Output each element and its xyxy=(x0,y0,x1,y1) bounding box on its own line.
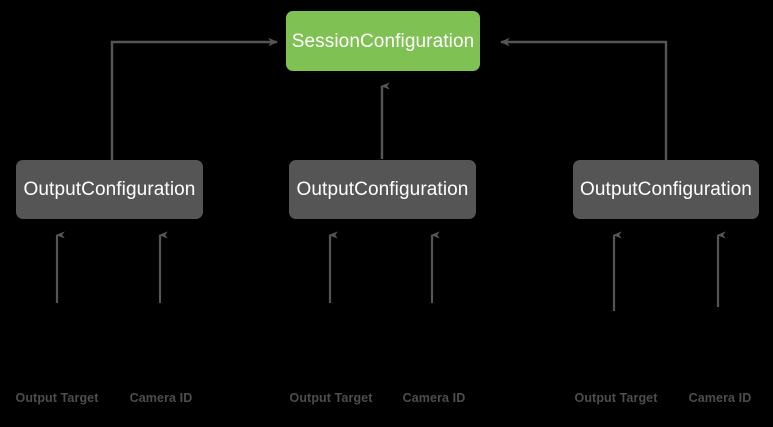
node-output-configuration-left[interactable]: OutputConfiguration xyxy=(16,160,203,219)
field-label-output-target-left: Output Target xyxy=(15,391,99,405)
field-label-camera-id-right: Camera ID xyxy=(688,391,752,405)
field-label-output-target-right: Output Target xyxy=(574,391,658,405)
field-label-camera-id-left: Camera ID xyxy=(129,391,193,405)
edge-right-output-to-session xyxy=(499,37,668,160)
node-session-configuration[interactable]: SessionConfiguration xyxy=(286,11,480,71)
field-label-output-target-center: Output Target xyxy=(289,391,373,405)
edge-left-output-to-session xyxy=(110,37,279,160)
field-label-camera-id-center: Camera ID xyxy=(402,391,466,405)
node-output-configuration-center-label: OutputConfiguration xyxy=(296,179,469,200)
node-output-configuration-left-label: OutputConfiguration xyxy=(23,179,196,200)
node-output-configuration-right[interactable]: OutputConfiguration xyxy=(573,160,759,219)
node-output-configuration-center[interactable]: OutputConfiguration xyxy=(289,160,476,219)
node-output-configuration-right-label: OutputConfiguration xyxy=(580,179,752,200)
node-session-configuration-label: SessionConfiguration xyxy=(291,30,475,52)
